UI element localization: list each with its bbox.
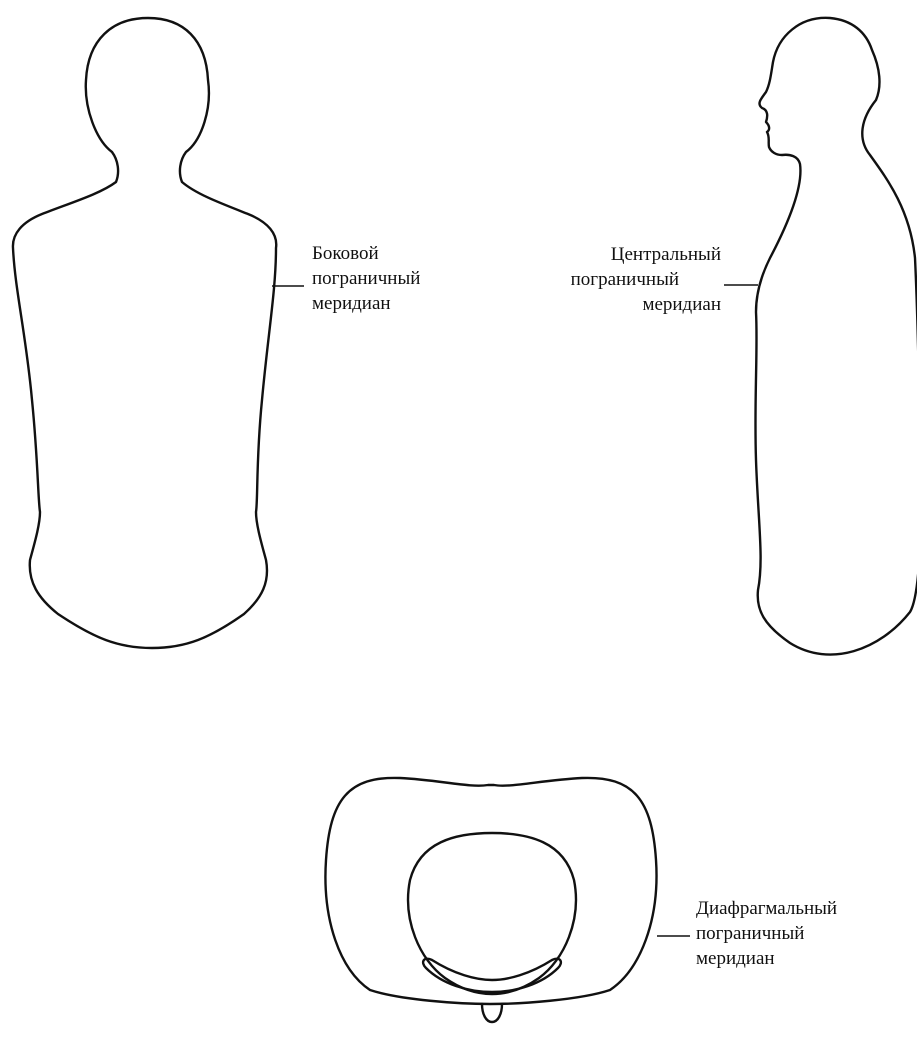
front-view-label-line-1: Боковой <box>312 241 420 266</box>
side-view-label: Центральный пограничный меридиан <box>571 242 721 317</box>
cross-section-inner <box>408 833 576 994</box>
side-view-label-line-1: Центральный <box>571 242 721 267</box>
side-body-outline <box>755 18 917 655</box>
cross-section-outer <box>325 778 656 1004</box>
side-view-label-line-2: пограничный <box>571 267 721 292</box>
cross-section-crescent <box>423 959 561 992</box>
front-view-label: Боковой пограничный меридиан <box>312 241 420 316</box>
cross-section-label-line-1: Диафрагмальный <box>696 896 837 921</box>
side-view-label-line-3: меридиан <box>571 292 721 317</box>
cross-section-label-line-3: меридиан <box>696 946 837 971</box>
front-view-label-line-2: пограничный <box>312 266 420 291</box>
cross-section-label: Диафрагмальный пограничный меридиан <box>696 896 837 971</box>
front-body-outline <box>13 18 276 648</box>
cross-section-spine-tab <box>482 1004 502 1022</box>
cross-section-label-line-2: пограничный <box>696 921 837 946</box>
front-view-label-line-3: меридиан <box>312 291 420 316</box>
